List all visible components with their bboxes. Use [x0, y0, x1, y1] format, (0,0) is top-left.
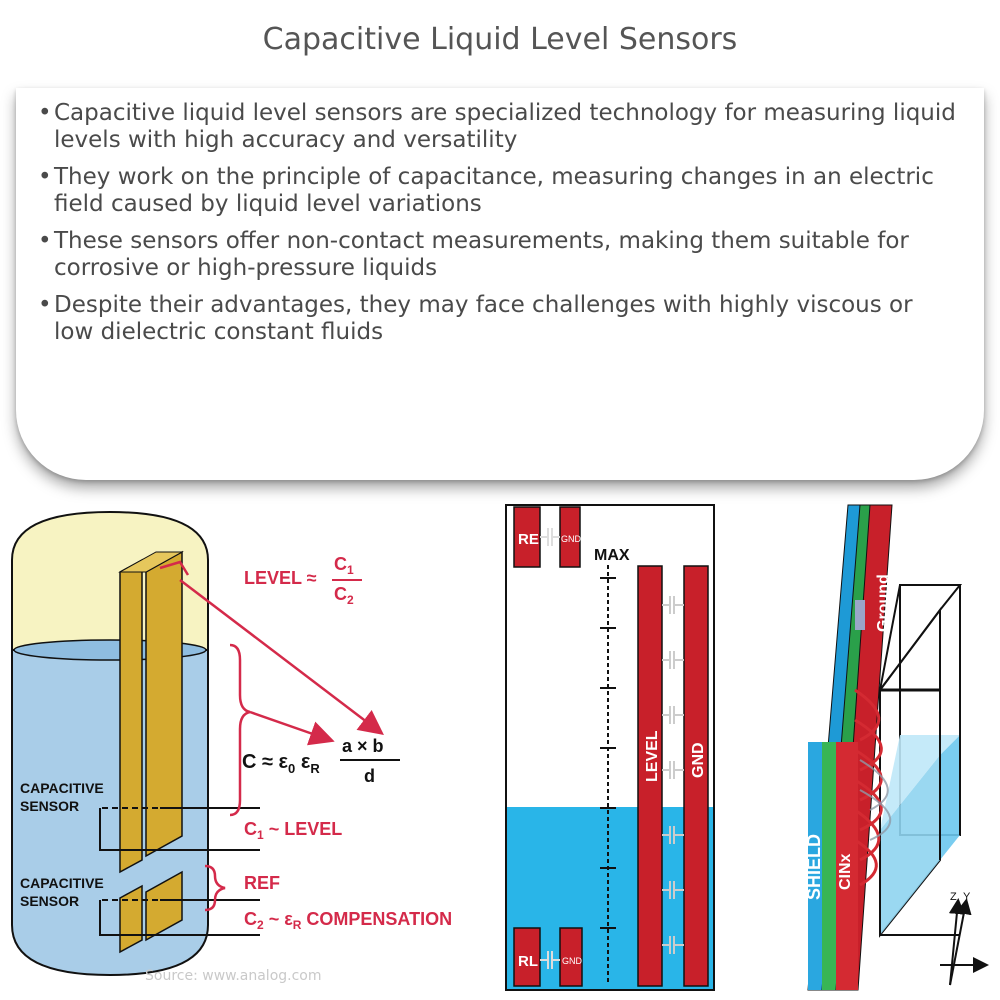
axis-y-label: Y — [963, 891, 971, 903]
capacitance-formula: C ≈ ε — [242, 751, 289, 773]
svg-text:LEVEL ≈: LEVEL ≈ — [244, 568, 317, 588]
svg-text:C1: C1 — [334, 554, 354, 577]
pcb-sensor-diagram: SHIELD CINx Ground Z Y — [804, 504, 989, 991]
ground-layer-face — [836, 742, 858, 990]
shield-label: SHIELD — [804, 834, 824, 900]
ref-plate-front — [145, 870, 183, 942]
lead-wire — [99, 807, 260, 936]
c1-brace — [229, 643, 251, 817]
ground-label: Ground — [875, 574, 892, 632]
scale-ticks — [600, 577, 616, 929]
svg-text:d: d — [364, 766, 375, 786]
gnd-bottom-label: GND — [562, 956, 583, 966]
sensor-label-1b: SENSOR — [20, 798, 79, 814]
bullet-item: Capacitive liquid level sensors are spec… — [38, 100, 956, 154]
electrode-diagram: RE GND MAX LEVEL GND — [505, 504, 715, 991]
bullet-item: They work on the principle of capacitanc… — [38, 164, 956, 218]
ref-brace — [204, 864, 226, 912]
sensor-label-1a: CAPACITIVE — [20, 780, 104, 796]
cinx-label: CINx — [837, 853, 854, 890]
svg-text:C ≈ ε0 εR: C ≈ ε0 εR — [242, 751, 320, 776]
source-credit: Source: www.analog.com — [145, 968, 322, 984]
ref-plate-back — [119, 884, 143, 954]
level-formula-label: LEVEL ≈ — [244, 568, 317, 588]
cinx-layer-face — [822, 742, 838, 990]
page-title: Capacitive Liquid Level Sensors — [262, 22, 738, 57]
level-bracket — [159, 560, 190, 576]
bullet-item: These sensors offer non-contact measurem… — [38, 228, 956, 282]
level-electrode — [637, 565, 663, 987]
box-liquid-front — [880, 755, 940, 935]
max-label: MAX — [594, 547, 630, 564]
sensor-diagrams: LEVEL ≈ C1 C2 C ≈ ε0 εR a × b d CAPACITI… — [11, 504, 989, 991]
axis-z-label: Z — [950, 891, 957, 903]
box-liquid-side — [940, 735, 960, 860]
pointer-arrow-mid — [249, 710, 335, 746]
box-liquid-top — [880, 735, 960, 830]
sensor-plate-top — [118, 551, 184, 573]
gnd-bar-label: GND — [690, 742, 707, 778]
shield-layer-face — [808, 742, 826, 990]
sensor-plate-front — [145, 550, 183, 858]
gnd-top-label: GND — [561, 534, 582, 544]
axis-indicator — [940, 898, 989, 986]
container-liquid — [507, 807, 713, 989]
tank-diagram: LEVEL ≈ C1 C2 C ≈ ε0 εR a × b d CAPACITI… — [11, 510, 452, 984]
sensor-label-2b: SENSOR — [20, 893, 79, 909]
re-electrode-label: RE — [518, 531, 539, 548]
sensor-label-2a: CAPACITIVE — [20, 875, 104, 891]
summary-card-content: Capacitive liquid level sensors are spec… — [16, 88, 984, 480]
bullet-list: Capacitive liquid level sensors are spec… — [16, 88, 984, 346]
rl-electrode-label: RL — [518, 953, 538, 970]
svg-text:C2: C2 — [334, 584, 354, 607]
ref-label: REF — [244, 873, 280, 893]
sensor-plate-back — [119, 558, 143, 874]
pointer-arrow-top — [179, 579, 384, 736]
gnd-electrode — [683, 565, 709, 987]
c2-compensation-label: C2 ~ εR COMPENSATION — [244, 909, 452, 932]
bullet-item: Despite their advantages, they may face … — [38, 292, 956, 346]
svg-text:a × b: a × b — [342, 736, 384, 756]
field-lines-gray — [859, 759, 892, 841]
c1-level-label: C1 ~ LEVEL — [244, 819, 342, 842]
level-bar-label: LEVEL — [644, 730, 661, 782]
capacitor-symbols — [662, 596, 684, 954]
